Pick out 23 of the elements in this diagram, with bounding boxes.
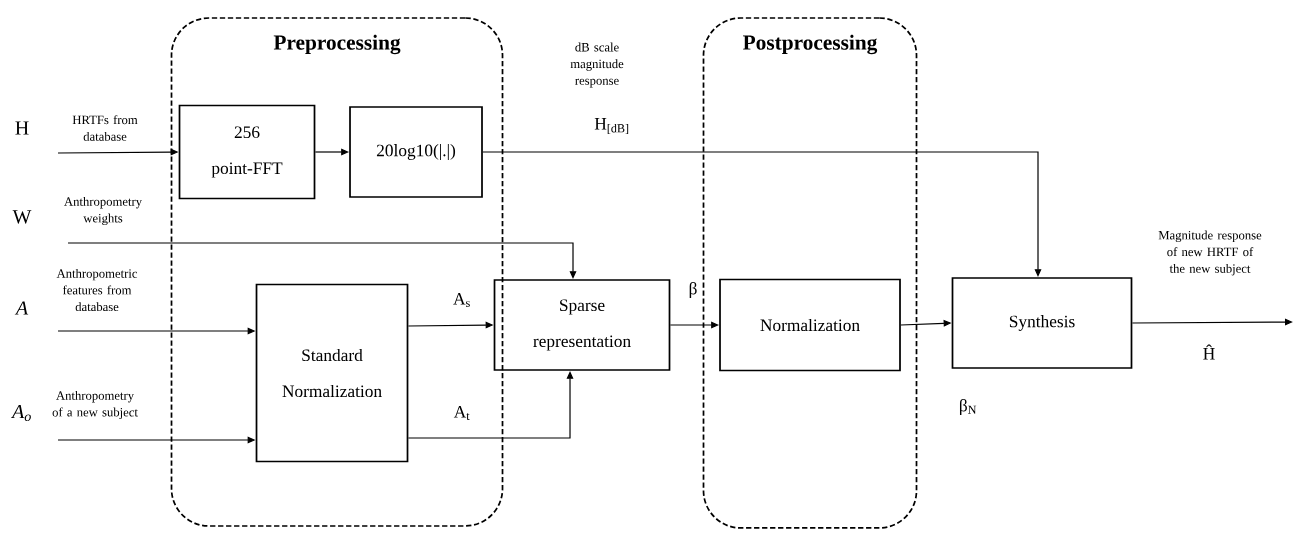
edge-label: β$_{N}$ xyxy=(960,399,977,415)
process-box: 20log10(|.|) xyxy=(349,106,483,198)
process-box: Synthesis xyxy=(951,277,1133,369)
process-box: Standard Normalization xyxy=(255,283,409,463)
note-text: dB scale magnitude response xyxy=(570,42,624,88)
signal-symbol: A xyxy=(14,301,29,315)
process-box: Normalization xyxy=(719,278,901,372)
edge-label: Anthropometry of a new subject xyxy=(52,390,138,420)
edge-label: β xyxy=(689,282,697,298)
arrow xyxy=(1131,318,1293,326)
edge-label: Anthropometric features from database xyxy=(56,268,138,312)
edge-label: Ĥ xyxy=(1203,344,1215,360)
edge-label: HRTFs from database xyxy=(72,115,138,141)
signal-symbol: H xyxy=(15,121,29,135)
edge-label: H$_{[dB]}$ xyxy=(594,118,629,134)
process-box: 256 point-FFT xyxy=(178,104,316,200)
note-text: Magnitude response of new HRTF of the new subject xyxy=(1158,230,1262,276)
edge-label: A$_{s}$ xyxy=(453,293,470,307)
edge-label: A$_{t}$ xyxy=(453,406,470,420)
signal-symbol: A$_{o}$ xyxy=(11,404,31,422)
process-box: Sparse representation xyxy=(493,279,671,371)
edge-label: Anthropometry weights xyxy=(64,196,143,226)
signal-symbol: W xyxy=(12,210,32,224)
